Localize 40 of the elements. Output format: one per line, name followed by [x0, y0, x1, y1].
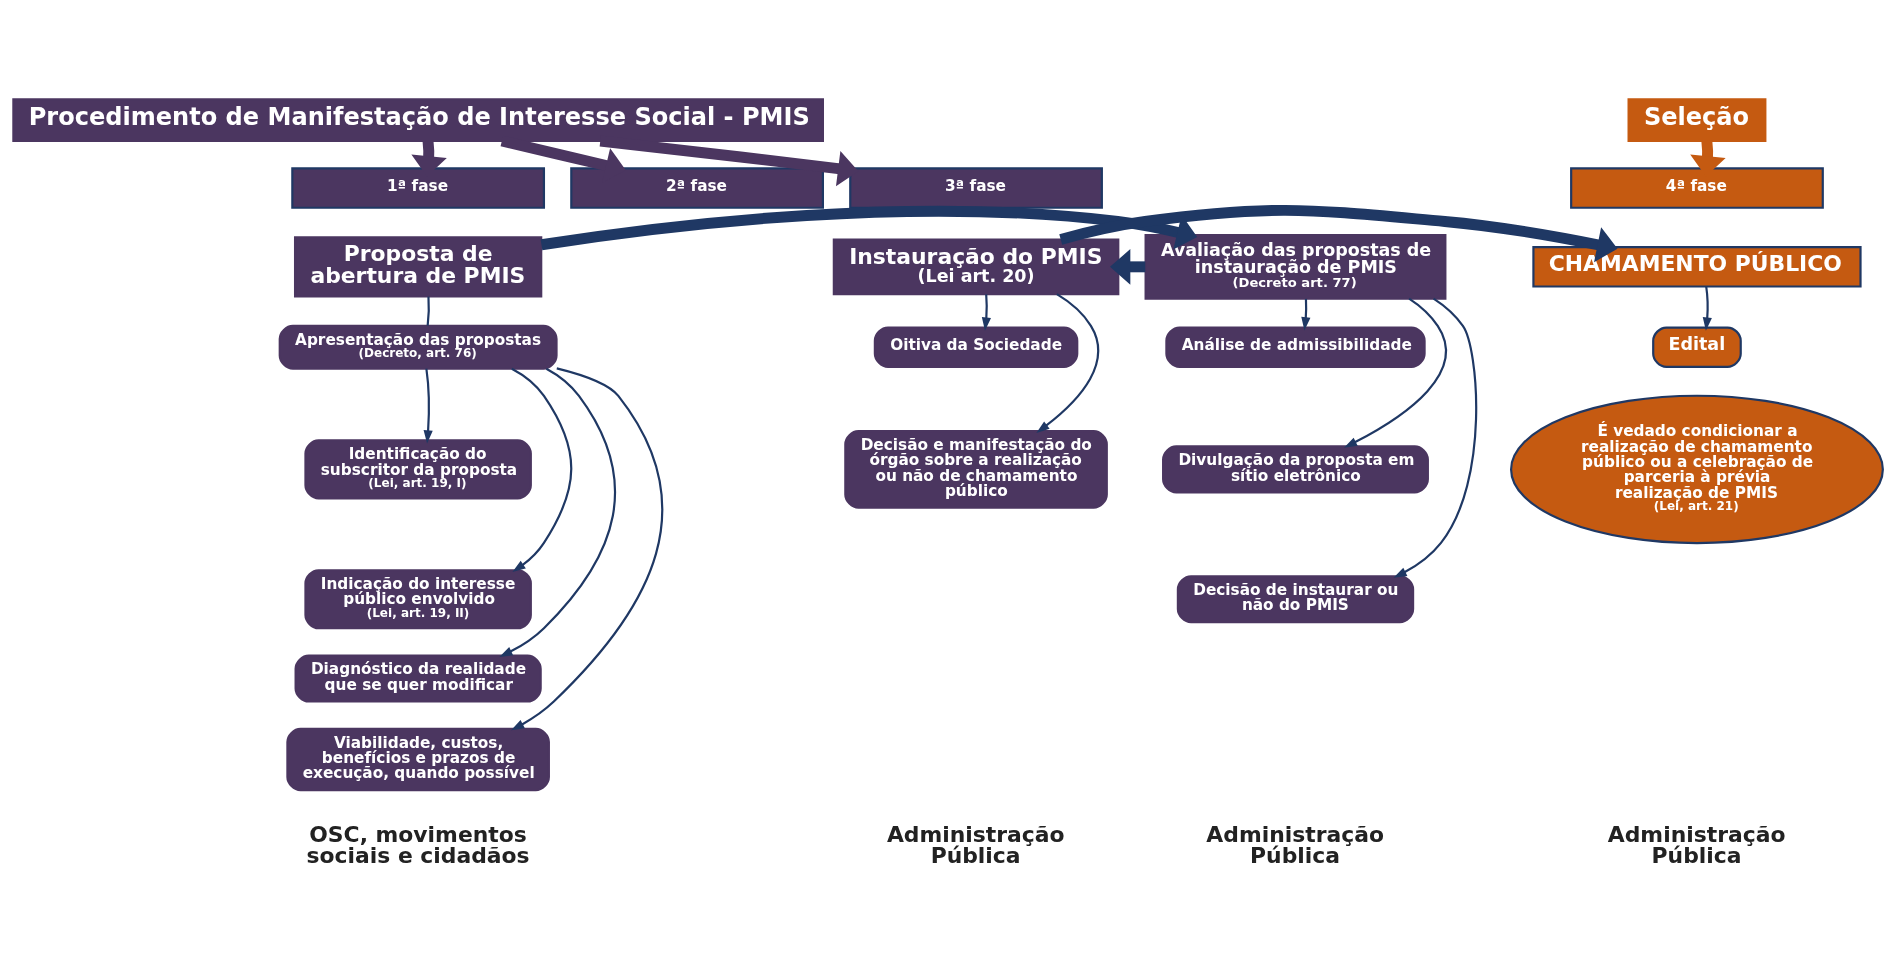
label: Administração Pública: [886, 821, 1065, 869]
label: Administração Pública: [1607, 821, 1785, 869]
arrow: [510, 367, 572, 572]
node-box: CHAMAMENTO PÚBLICO: [1531, 246, 1862, 288]
arrow: [1109, 249, 1145, 285]
node-box: Análise de admissibilidade: [1164, 326, 1426, 369]
node-box: Divulgação da proposta em sítio eletrônico: [1161, 445, 1429, 494]
node-box: Oitiva da Sociedade: [873, 326, 1078, 369]
arrow: [981, 294, 991, 331]
arrow: [1300, 298, 1310, 331]
arrow: [1343, 297, 1447, 448]
node-box: Apresentação das propostas (Decreto, art. 76): [278, 324, 558, 370]
arrow: [498, 367, 616, 657]
node-box: Edital: [1651, 326, 1742, 369]
node-box: Decisão de instaurar ou não do PMIS: [1176, 575, 1414, 624]
node-box: Avaliação das propostas de instauração de PMIS (Decreto art. 77): [1144, 234, 1446, 300]
node-ellipse: É vedado condicionar a realização de chamamento público ou a celebração de parceria à prévia realização de PMIS (Lei, art. 21): [1509, 394, 1884, 545]
label: OSC, movimentos sociais e cidadãos: [306, 821, 530, 869]
node-box: Indicação do interesse público envolvido (Lei, art. 19, II): [303, 569, 532, 630]
node-box: 4ª fase: [1569, 167, 1824, 209]
connector: [426, 296, 430, 326]
node-box: Viabilidade, custos, benefícios e prazos de execução, quando possível: [285, 727, 550, 792]
arrow: [423, 368, 433, 444]
arrow: [1035, 293, 1099, 433]
node-box: 1ª fase: [290, 167, 545, 209]
arrow: [1702, 286, 1712, 331]
node-box: Identificação do subscritor da proposta (Lei, art. 19, I): [303, 439, 532, 500]
node-box: Proposta de abertura de PMIS: [293, 236, 542, 298]
node-box: 2ª fase: [569, 167, 824, 209]
node-box: Decisão e manifestação do órgão sobre a realização ou não de chamamento público: [843, 430, 1108, 509]
node-box: Diagnóstico da realidade que se quer modificar: [294, 654, 542, 703]
node-box: Seleção: [1627, 98, 1766, 143]
arrow: [1393, 297, 1477, 578]
node-box: Procedimento de Manifestação de Interesse Social - PMIS: [11, 98, 824, 143]
label: Administração Pública: [1205, 821, 1384, 869]
arrow: [510, 367, 663, 731]
arrow: [540, 205, 1197, 251]
node-box: 3ª fase: [848, 167, 1103, 209]
node-box: Instauração do PMIS (Lei art. 20): [832, 238, 1119, 296]
arrow: [1058, 204, 1618, 263]
